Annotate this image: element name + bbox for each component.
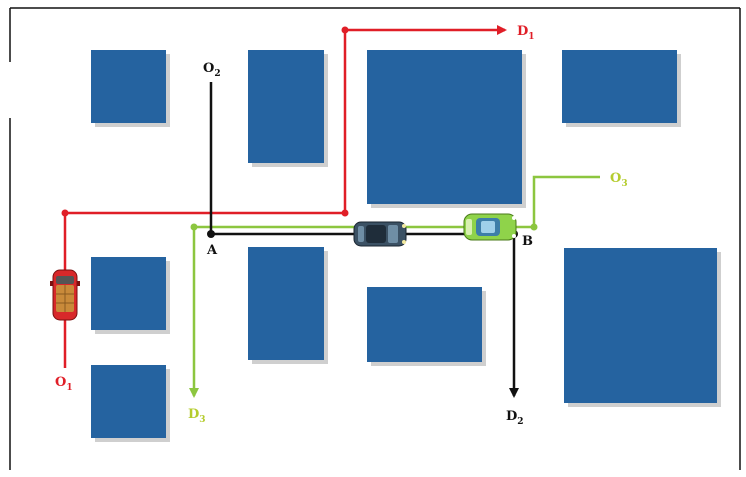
city-block (564, 248, 721, 407)
red-route-node (341, 209, 349, 217)
red-car-icon (50, 269, 80, 321)
label-d3: D3 (188, 407, 206, 425)
city-block (91, 50, 170, 127)
label-point-b: B (522, 234, 533, 249)
city-block (91, 257, 170, 334)
city-block (91, 365, 170, 442)
label-o1: O1 (55, 375, 73, 393)
label-o2: O2 (203, 61, 221, 79)
city-block (367, 287, 486, 366)
green-route-node (190, 223, 198, 231)
city-block (562, 50, 681, 127)
dark-car-icon (353, 221, 407, 247)
label-o3: O3 (610, 171, 628, 189)
city-block (248, 247, 328, 364)
label-point-a: A (206, 243, 218, 258)
city-block (367, 50, 526, 208)
city-blocks (91, 50, 721, 442)
green-route-node (530, 223, 538, 231)
city-block (248, 50, 328, 167)
point-a-marker (207, 230, 215, 238)
map-frame (9, 7, 741, 470)
label-d2: D2 (506, 409, 524, 427)
red-route-node (61, 209, 69, 217)
label-d1: D1 (517, 24, 535, 42)
green-car-icon (463, 213, 517, 241)
red-route-node (341, 26, 349, 34)
